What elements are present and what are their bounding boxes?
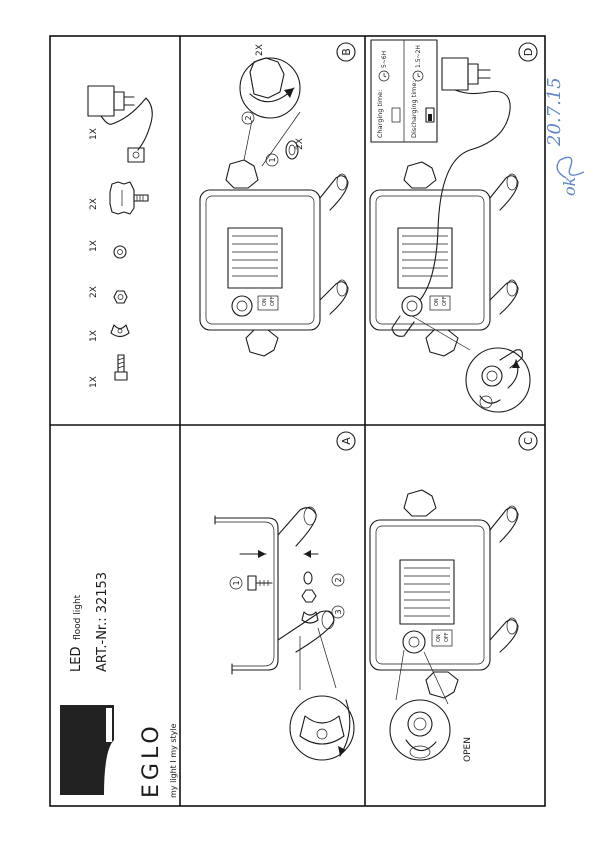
discharging-value: 1.5~2H xyxy=(415,45,422,68)
brand-name: EGLO xyxy=(139,722,164,798)
floodlight-b: ON OFF xyxy=(199,159,349,357)
product-type: flood light xyxy=(73,594,83,640)
battery-discharging-icon xyxy=(425,107,435,123)
clock-icon xyxy=(378,70,390,82)
step-d-panel: D Charging time: 5~6H Discharging time: … xyxy=(369,39,538,413)
switch-off-b: OFF xyxy=(270,296,276,306)
washer-icon xyxy=(113,245,127,259)
handwritten-ok: ok xyxy=(560,177,579,196)
hex-nut-icon xyxy=(113,290,128,304)
article-number: ART.-Nr.: 32153 xyxy=(95,572,110,672)
step-c-letter: C xyxy=(522,437,535,445)
charging-info-box: Charging time: 5~6H Discharging time: 1.… xyxy=(370,39,438,143)
qty-nut: 2X xyxy=(89,286,99,298)
step-c-badge xyxy=(518,431,538,451)
marker-1-circle xyxy=(229,576,243,590)
step-b-letter: B xyxy=(340,48,353,56)
wing-nut-icon xyxy=(110,324,130,338)
switch-on-b: ON xyxy=(262,298,268,306)
bolt-icon xyxy=(114,354,128,381)
switch-off-d: OFF xyxy=(442,296,448,306)
step-c-panel: C ON OFF OPEN xyxy=(369,431,538,762)
charger-icon xyxy=(87,85,153,163)
marker-b1-label: 1 xyxy=(268,157,277,162)
floodlight-d: ON OFF xyxy=(369,161,519,357)
bracket-drawing xyxy=(214,506,335,675)
open-plug-zoom xyxy=(389,649,451,761)
step-b-panel: B 2X 2X ON OFF xyxy=(199,42,356,357)
step-a-panel: A 1 2 3 xyxy=(214,431,356,761)
step-a-badge xyxy=(336,431,356,451)
floodlight-c: ON OFF xyxy=(369,489,519,699)
switch-on-c: ON xyxy=(436,634,442,642)
marker-3-label: 3 xyxy=(334,609,343,614)
marker-2-circle xyxy=(331,573,345,587)
header-panel: EGLO my light I my style LED flood light… xyxy=(60,572,178,798)
signature-mark xyxy=(556,156,585,179)
marker-b2-circle xyxy=(241,111,255,125)
hardware-exploded xyxy=(239,550,319,624)
discharging-label: Discharging time: xyxy=(410,80,418,138)
marker-b1-circle xyxy=(265,153,279,167)
marker-b2-label: 2 xyxy=(244,115,253,120)
clock-icon-2 xyxy=(412,70,424,82)
outer-frame xyxy=(49,35,546,807)
switch-on-d: ON xyxy=(434,298,440,306)
led-label: LED xyxy=(69,647,84,672)
marker-2-label: 2 xyxy=(334,577,343,582)
handwritten-date: 20.7.15 xyxy=(544,77,565,147)
marker-3-circle xyxy=(331,605,345,619)
parts-list: 1X 1X 2X 1X 2X 1X xyxy=(87,85,153,388)
charger-d xyxy=(419,57,511,301)
step-d-badge xyxy=(518,42,538,62)
brand-tagline: my light I my style xyxy=(169,723,178,798)
handwritten-approval: ok 20.7.15 xyxy=(544,77,585,196)
step-b-badge xyxy=(336,42,356,62)
eglo-logo: EGLO my light I my style xyxy=(60,705,178,798)
qty-washer: 1X xyxy=(89,240,99,252)
knob-zoom xyxy=(239,57,301,167)
charging-value: 5~6H xyxy=(381,51,388,68)
qty-bolt: 1X xyxy=(89,376,99,388)
qty-charger: 1X xyxy=(89,128,99,140)
step-b-qty-top: 2X xyxy=(255,44,265,56)
open-label: OPEN xyxy=(463,737,473,762)
battery-charging-icon xyxy=(391,107,401,123)
step-d-letter: D xyxy=(522,48,535,56)
step-b-qty-side: 2X xyxy=(295,138,305,150)
plug-zoom-d xyxy=(411,315,531,413)
step-a-letter: A xyxy=(340,437,353,445)
switch-off-c: OFF xyxy=(444,632,450,642)
qty-wingnut: 1X xyxy=(89,330,99,342)
qty-knob: 2X xyxy=(89,198,99,210)
wing-nut-zoom xyxy=(289,627,355,761)
charging-label: Charging time: xyxy=(376,90,384,138)
marker-1-label: 1 xyxy=(232,580,241,585)
knob-icon xyxy=(109,181,149,215)
